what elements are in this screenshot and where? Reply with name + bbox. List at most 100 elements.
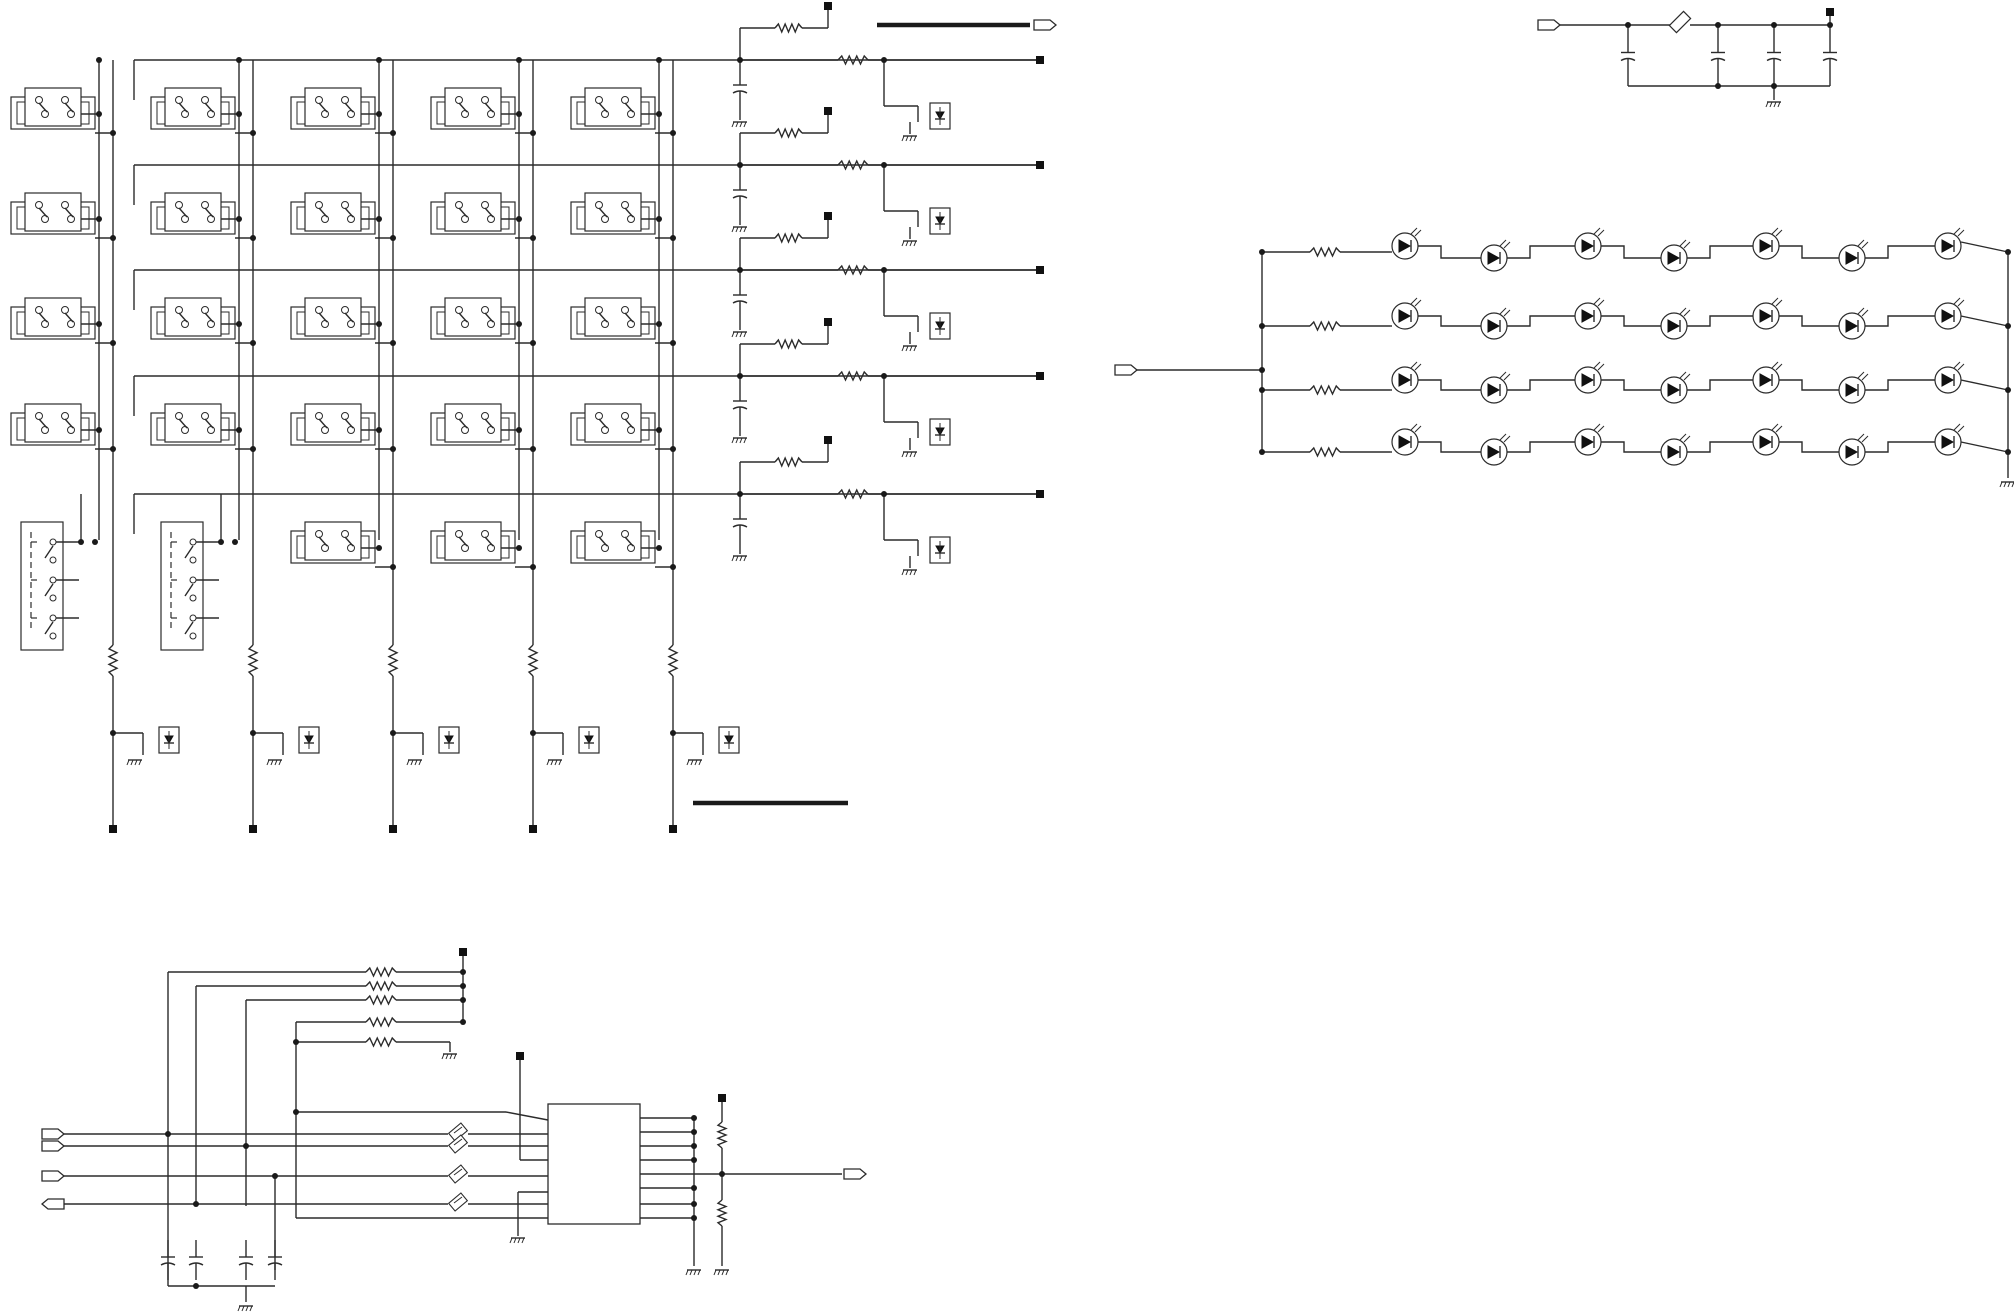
ground-hatch	[2008, 482, 2010, 487]
switch-contact	[316, 413, 323, 420]
led	[1392, 362, 1421, 393]
led	[1661, 240, 1690, 271]
switch-contact	[596, 413, 603, 420]
switch-contact	[622, 97, 629, 104]
switch-contact	[342, 531, 349, 538]
key-switch	[11, 404, 95, 445]
junction-dot	[1771, 22, 1777, 28]
switch-contact	[622, 202, 629, 209]
ground-symbol	[686, 1270, 701, 1275]
led-ray	[1684, 374, 1690, 380]
ground-hatch	[510, 1238, 512, 1243]
junction-dot	[376, 57, 382, 63]
led	[1661, 372, 1690, 403]
switch-contact	[62, 307, 69, 314]
switch-contact	[50, 557, 56, 563]
wire	[1601, 316, 1661, 326]
switch-contact	[456, 531, 463, 538]
switch-contact	[190, 539, 196, 545]
column-pulldown-resistor	[529, 645, 537, 676]
terminal-pin	[1036, 56, 1044, 64]
terminal-pin	[824, 436, 832, 444]
resistor-zigzag	[775, 129, 802, 137]
switch-contact	[190, 633, 196, 639]
terminal-pin	[824, 318, 832, 326]
led-ray	[1958, 300, 1964, 306]
junction-dot	[92, 539, 98, 545]
terminal-pin	[1036, 161, 1044, 169]
wire	[1865, 380, 1935, 390]
switch-body	[585, 193, 641, 231]
led-series-resistor	[1310, 448, 1340, 456]
led-ray	[1504, 310, 1510, 316]
junction-dot	[390, 130, 396, 136]
switch-contact	[176, 307, 183, 314]
switch-contact	[36, 97, 43, 104]
junction-dot	[376, 545, 382, 551]
junction-dot	[1625, 22, 1631, 28]
junction-dot	[250, 340, 256, 346]
switch-body	[25, 298, 81, 336]
terminal-pin	[1826, 8, 1834, 16]
connector-shape	[1115, 365, 1137, 375]
ground-hatch	[1766, 102, 1768, 107]
switch-body	[305, 88, 361, 126]
switch-contact	[50, 577, 56, 583]
led-series-resistor	[1310, 322, 1340, 330]
esd-suppressor	[449, 1193, 468, 1211]
terminal-pin	[109, 825, 117, 833]
ground-hatch	[914, 452, 916, 457]
terminal-pin	[529, 825, 537, 833]
ground-hatch	[914, 136, 916, 141]
led-ray	[1415, 300, 1421, 306]
tvs-diode	[439, 727, 459, 753]
ground-hatch	[714, 1270, 716, 1275]
ground-hatch	[914, 241, 916, 246]
led-ray	[1504, 436, 1510, 442]
switch-body	[445, 88, 501, 126]
capacitor	[1711, 25, 1725, 86]
switch-contact	[482, 413, 489, 420]
led-ray	[1598, 426, 1604, 432]
ground-hatch	[446, 1054, 448, 1059]
junction-dot	[691, 1157, 697, 1163]
switch-contact	[456, 202, 463, 209]
tvs-diode	[159, 727, 179, 753]
junction-dot	[516, 111, 522, 117]
junction-dot	[250, 130, 256, 136]
junction-dot	[1259, 449, 1265, 455]
ground-hatch	[732, 556, 734, 561]
led-ray	[1858, 308, 1864, 314]
junction-dot	[236, 111, 242, 117]
wire	[1418, 442, 1481, 452]
tvs-diode	[930, 537, 950, 563]
led	[1935, 362, 1964, 393]
wire	[1779, 442, 1839, 452]
wire	[1779, 380, 1839, 390]
junction-dot	[390, 446, 396, 452]
ground-symbol	[732, 227, 747, 232]
key-switch	[431, 298, 515, 339]
led	[1481, 434, 1510, 465]
wire	[1865, 442, 1935, 452]
ground-hatch	[910, 346, 912, 351]
column-pulldown-resistor	[669, 645, 677, 676]
pullup-resistor	[775, 340, 802, 348]
wire	[1961, 442, 2008, 452]
junction-dot	[656, 111, 662, 117]
esd-body	[449, 1135, 468, 1153]
resistor-zigzag	[529, 645, 537, 676]
junction-dot	[250, 730, 256, 736]
ground-hatch	[910, 452, 912, 457]
junction-dot	[881, 267, 887, 273]
terminal-pin	[249, 825, 257, 833]
wire	[1418, 380, 1481, 390]
ground-hatch	[732, 438, 734, 443]
led-ray	[1680, 240, 1686, 246]
ground-symbol	[127, 760, 142, 765]
switch-contact	[316, 531, 323, 538]
led-ray	[1594, 298, 1600, 304]
capacitor	[733, 60, 747, 116]
ground-hatch	[242, 1306, 244, 1311]
